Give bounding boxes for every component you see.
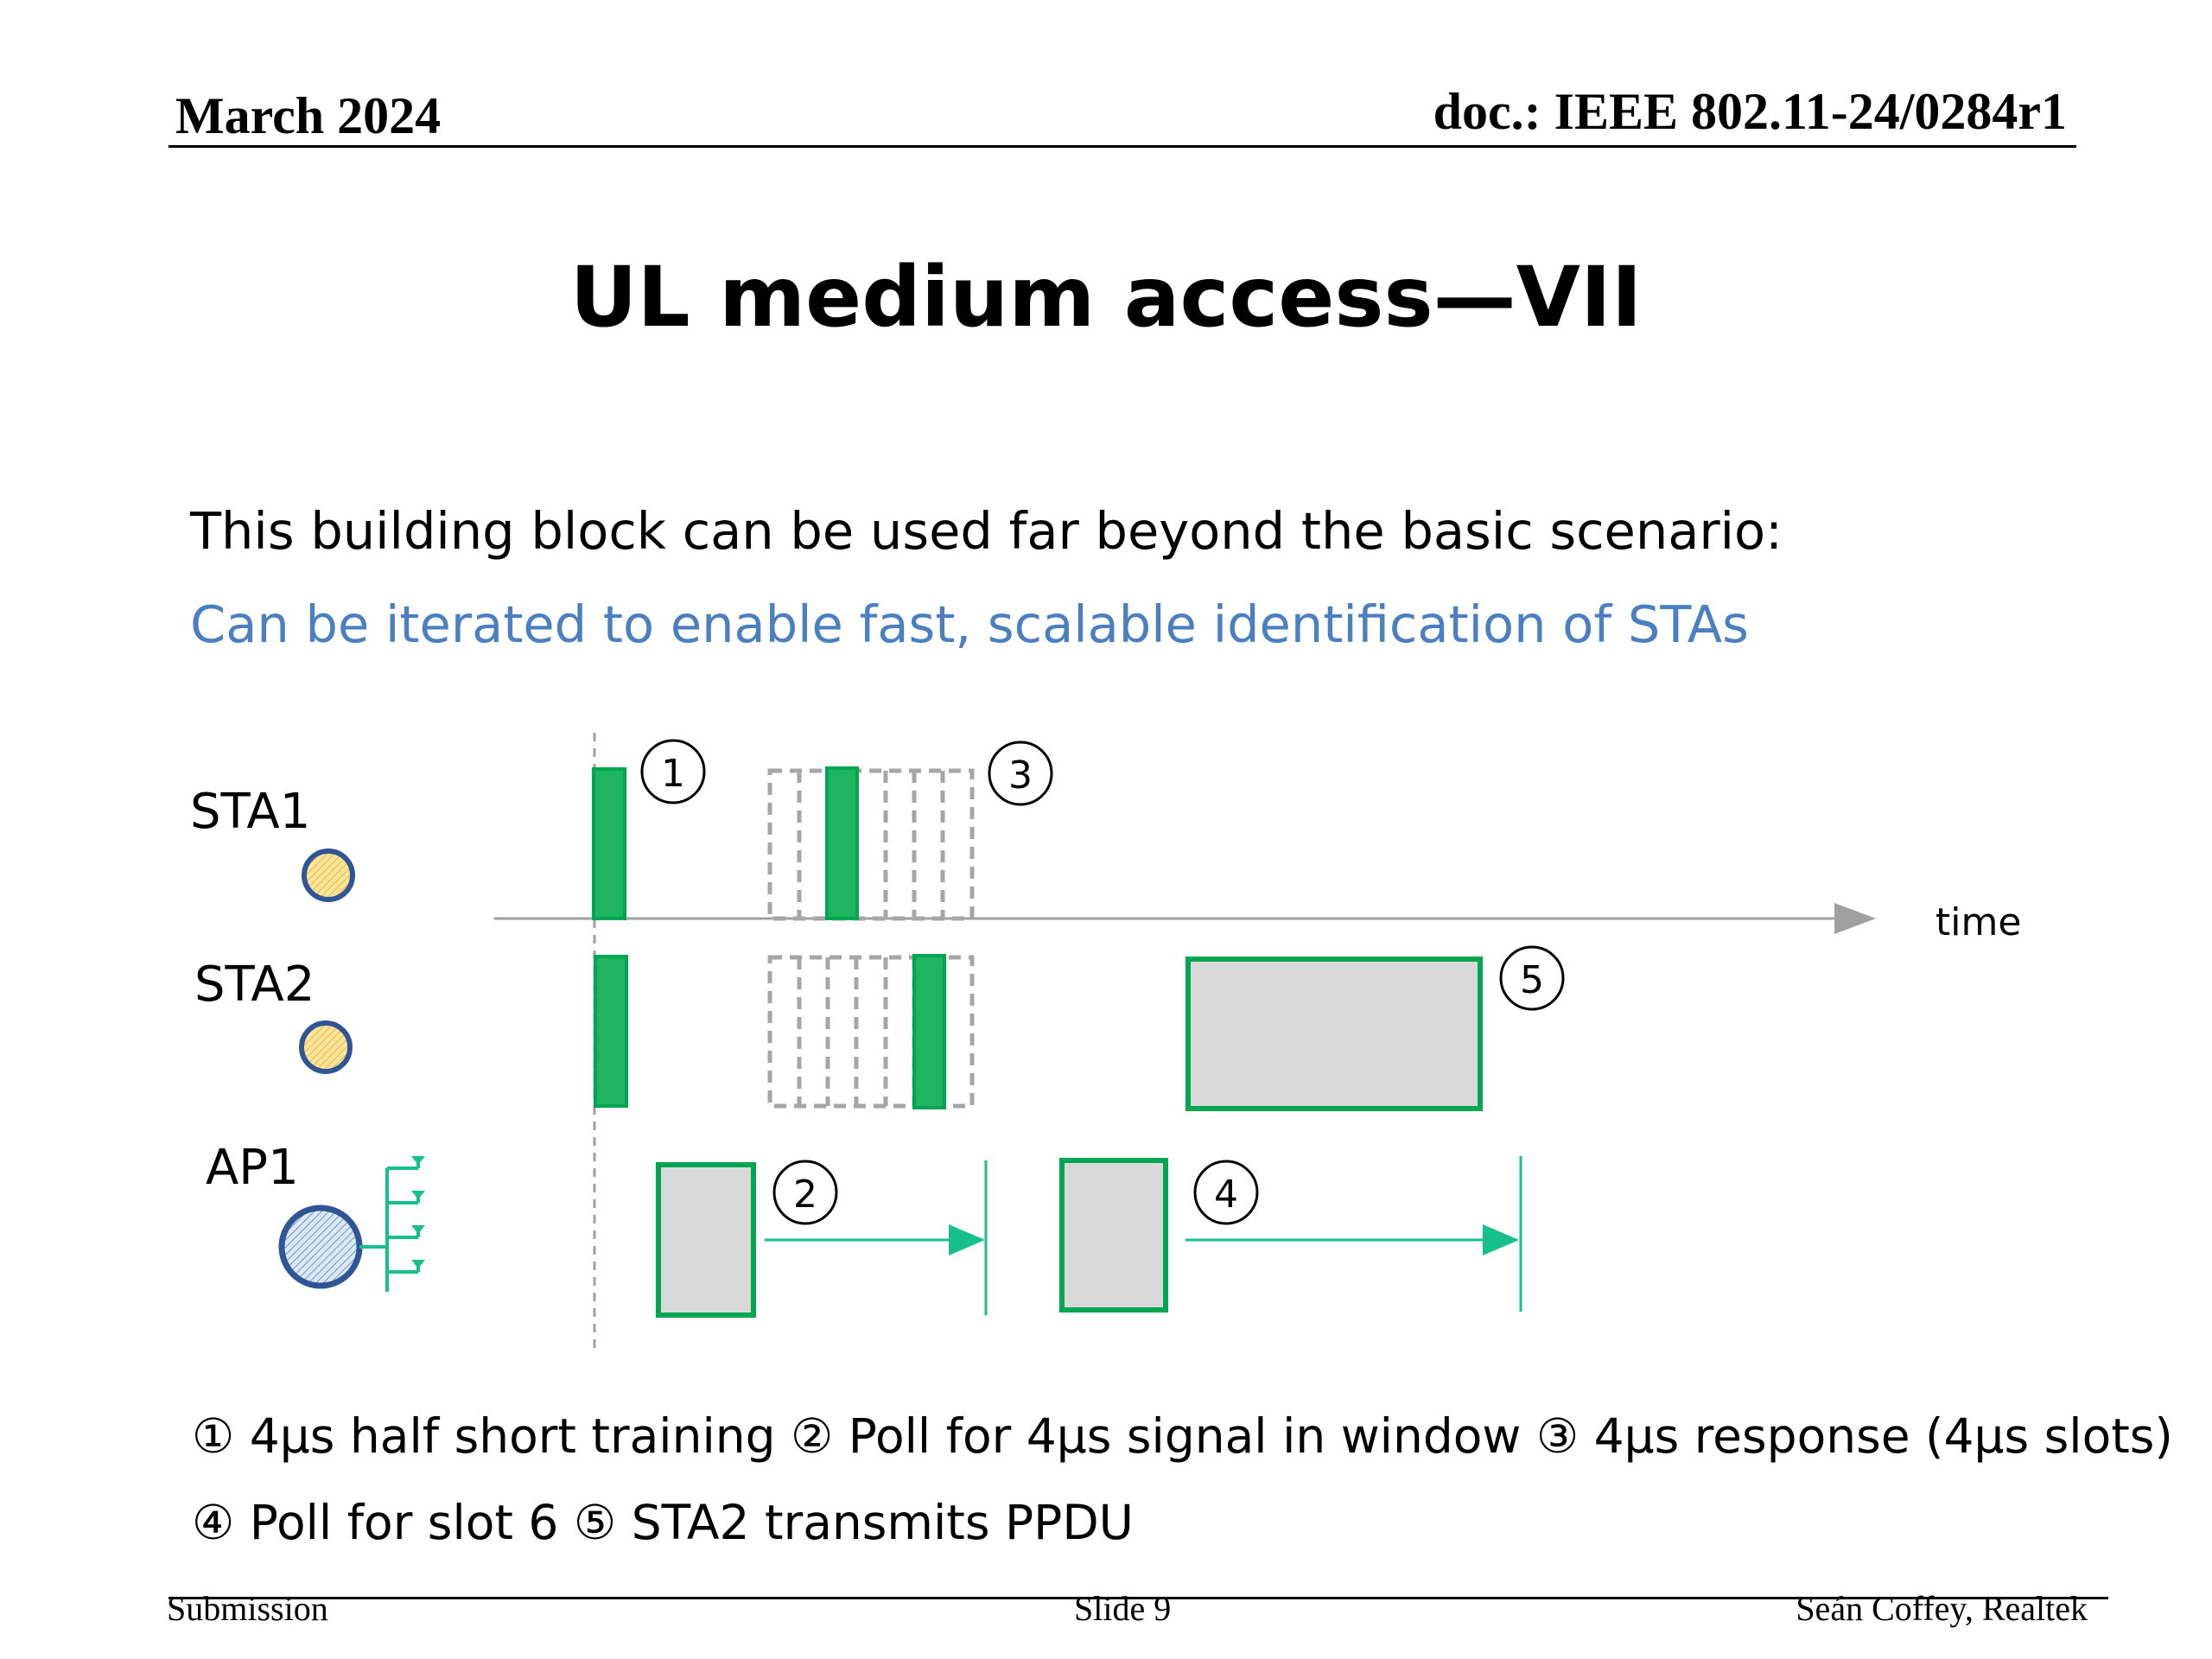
ap1-node [278, 1205, 363, 1289]
ap1-poll-block-2 [1059, 1158, 1168, 1313]
marker-5: 5 [1499, 945, 1565, 1011]
body-line-1: This building block can be used far beyo… [190, 501, 1783, 561]
row-label-sta1: STA1 [190, 784, 310, 840]
sta2-training-block [594, 955, 628, 1108]
sta1-slot-group [767, 768, 975, 921]
slide-title: UL medium access—VII [569, 249, 1643, 346]
marker-4: 4 [1193, 1160, 1259, 1225]
body-line-2: Can be iterated to enable fast, scalable… [190, 594, 1749, 654]
svg-text:4: 4 [1214, 1173, 1238, 1217]
marker-1: 1 [640, 739, 706, 804]
sta1-node [302, 849, 355, 902]
row-label-ap1: AP1 [206, 1140, 299, 1196]
row-label-sta2: STA2 [194, 957, 315, 1013]
sta1-training-block [592, 767, 626, 920]
marker-3: 3 [988, 741, 1053, 806]
header-rule [168, 145, 2076, 148]
svg-text:2: 2 [793, 1173, 817, 1217]
footer-slide-number: Slide 9 [1074, 1589, 1172, 1628]
header-date: March 2024 [175, 87, 442, 144]
svg-text:1: 1 [661, 752, 685, 796]
svg-text:3: 3 [1008, 753, 1033, 798]
header-doc-id: doc.: IEEE 802.11-24/0284r1 [1433, 83, 2067, 140]
antenna-icon [359, 1158, 420, 1292]
footer-rule [168, 1597, 2108, 1599]
footer-submission: Submission [167, 1589, 328, 1628]
ap1-poll-block-1 [656, 1162, 756, 1318]
legend-line-1: ① 4µs half short training ② Poll for 4µs… [192, 1408, 2173, 1464]
time-axis-label: time [1936, 900, 2021, 944]
svg-text:5: 5 [1520, 958, 1544, 1002]
timing-diagram: STA1 STA2 AP1 time [190, 733, 2021, 1352]
sta2-node [299, 1020, 353, 1074]
sta2-ppdu-block [1185, 957, 1483, 1111]
marker-2: 2 [772, 1160, 838, 1225]
sta1-response-slot [825, 766, 859, 920]
legend-line-2: ④ Poll for slot 6 ⑤ STA2 transmits PPDU [192, 1495, 1134, 1550]
sta2-response-slot [912, 954, 946, 1109]
footer-author: Seán Coffey, Realtek [1796, 1589, 2088, 1628]
